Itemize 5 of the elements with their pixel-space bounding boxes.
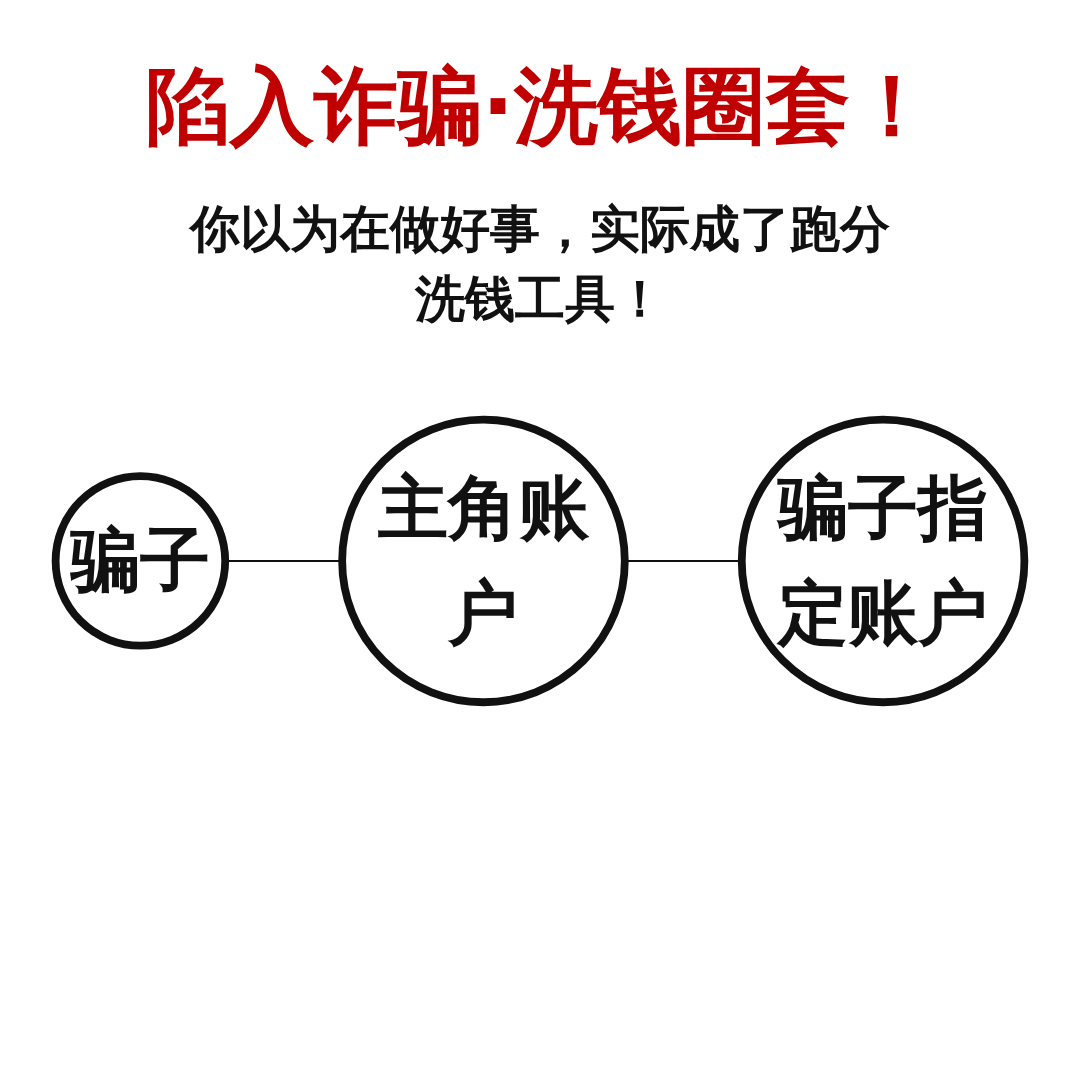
node-circle: 骗子 bbox=[51, 472, 230, 650]
node-circle: 骗子指定账户 bbox=[737, 415, 1029, 707]
title: 陷入诈骗·洗钱圈套！ bbox=[146, 56, 934, 157]
subtitle-text: 你以为在做好事，实际成了跑分洗钱工具！ bbox=[190, 199, 890, 330]
node-circle: 主角账户 bbox=[338, 415, 629, 707]
